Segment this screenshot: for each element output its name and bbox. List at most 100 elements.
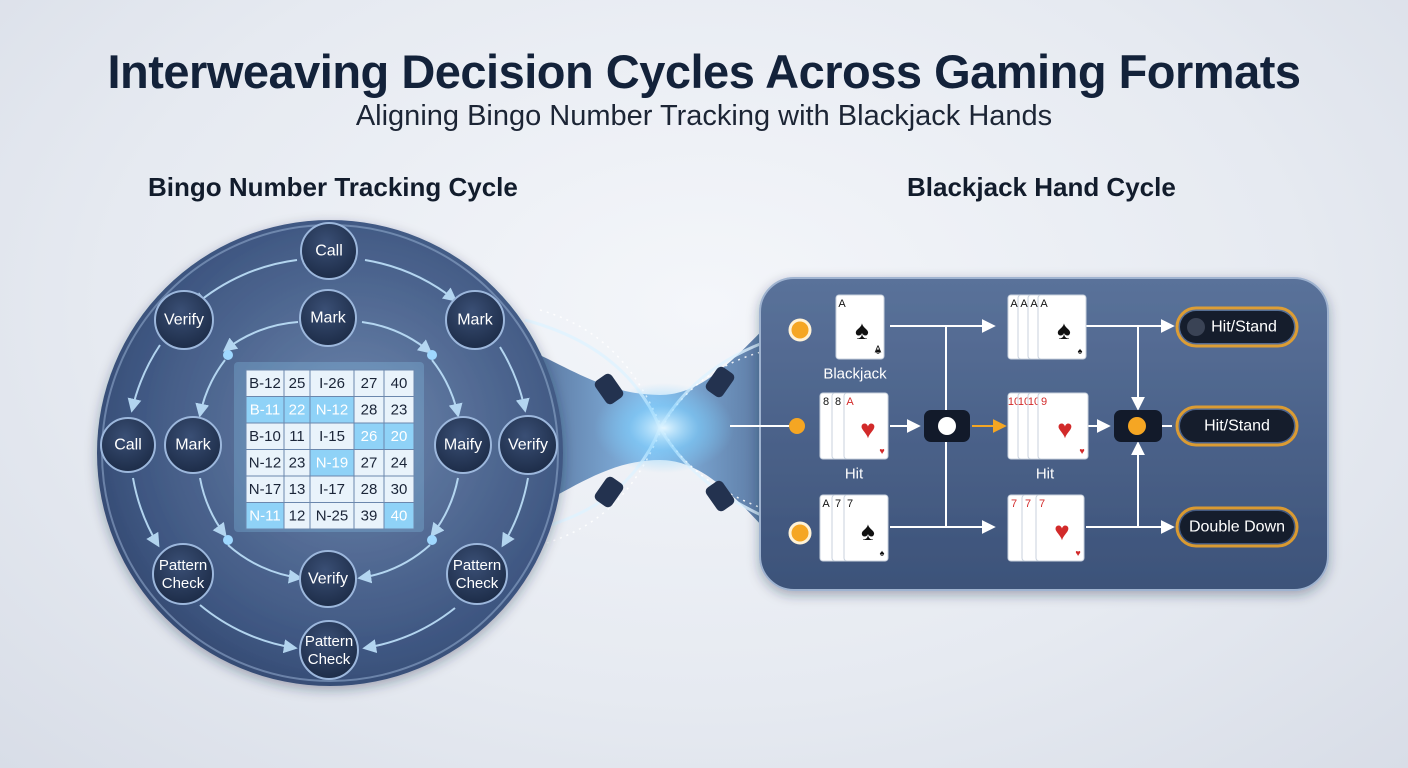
outer-cycle-arrow <box>199 604 298 654</box>
action-label: Hit/Stand <box>1204 418 1270 435</box>
entry-port <box>789 418 805 434</box>
action-pill-0[interactable] <box>1180 311 1294 343</box>
cycle-junction <box>427 535 437 545</box>
spade-suit-icon: ♠ <box>1078 346 1083 356</box>
bingo-grid-cell <box>283 422 311 450</box>
heart-suit-icon: ♥ <box>879 446 884 456</box>
bingo-cell-value: 40 <box>391 375 408 392</box>
card-rank: 10 <box>1008 396 1020 408</box>
bingo-grid-cell <box>383 369 415 397</box>
bingo-grid-cell <box>309 502 355 530</box>
outer-cycle-arrow <box>499 346 530 413</box>
bridge-clamp <box>705 480 735 512</box>
outer-cycle-arrow <box>364 259 458 302</box>
bingo-cell-value: N-11 <box>249 507 280 524</box>
inner-cycle-arrow <box>431 359 463 418</box>
bingo-cell-value: N-12 <box>316 401 349 418</box>
card-rank: 10 <box>1018 396 1030 408</box>
inner-cycle-arrow <box>199 477 227 538</box>
card-rank: 8 <box>835 396 841 408</box>
cycle-node-label: Mark <box>175 437 212 454</box>
bingo-cell-value: B-11 <box>250 401 281 418</box>
cycle-node <box>152 543 214 605</box>
outer-cycle-arrow <box>127 344 161 413</box>
bridge-clamp <box>594 476 624 508</box>
bingo-cell-value: 23 <box>289 454 306 471</box>
bingo-cell-value: 27 <box>361 454 378 471</box>
cycle-node-label: Call <box>114 437 142 454</box>
cycle-node <box>154 290 214 350</box>
playing-card <box>843 392 889 460</box>
bingo-grid-cell <box>353 422 385 450</box>
row-label-hit: Hit <box>845 466 864 483</box>
playing-card <box>843 494 889 562</box>
cycle-node-label: Verify <box>308 571 348 588</box>
inner-cycle-arrow <box>430 477 459 538</box>
action-label: Hit/Stand <box>1211 319 1277 336</box>
cycle-junction <box>223 535 233 545</box>
bingo-grid-cell <box>283 449 311 477</box>
page-title: Interweaving Decision Cycles Across Gami… <box>107 45 1301 98</box>
cycle-node <box>299 620 359 680</box>
cycle-node <box>446 543 508 605</box>
bingo-cell-value: N-25 <box>316 507 349 524</box>
cycle-node <box>299 289 357 347</box>
cycle-node <box>445 290 505 350</box>
bingo-grid-cell <box>353 369 385 397</box>
card-rank: 7 <box>1039 498 1045 510</box>
bingo-cell-value: B-12 <box>249 375 281 392</box>
card-rank: A <box>1010 298 1018 310</box>
card-rank: 7 <box>1011 498 1017 510</box>
heart-suit-icon: ♥ <box>1054 516 1069 546</box>
decision-hub-dot <box>938 417 956 435</box>
spade-suit-icon: ♠ <box>855 315 869 345</box>
cycle-node <box>100 417 156 473</box>
playing-card <box>1037 294 1087 360</box>
action-pill-1[interactable] <box>1180 410 1294 442</box>
cycle-junction <box>427 350 437 360</box>
cycle-node <box>299 550 357 608</box>
action-pill-2[interactable] <box>1180 511 1294 543</box>
cycle-node-label: Maify <box>444 437 482 454</box>
card-rank: 8 <box>823 396 829 408</box>
playing-card <box>835 294 885 360</box>
inner-cycle-arrow <box>361 321 433 354</box>
bridge-clamp <box>594 373 624 405</box>
bingo-grid-cell <box>383 422 415 450</box>
bingo-grid-cell <box>245 449 285 477</box>
inner-cycle-arrow <box>357 544 431 584</box>
bingo-cell-value: 28 <box>361 481 378 498</box>
bridge-clamp <box>705 366 735 398</box>
card-rank: A <box>846 396 854 408</box>
bingo-grid-cell <box>353 396 385 424</box>
heart-suit-icon: ♥ <box>1079 446 1084 456</box>
cycle-node-label: Verify <box>164 312 204 329</box>
decision-hub-dot <box>1128 417 1146 435</box>
inner-cycle-arrow <box>222 321 299 352</box>
bingo-cell-value: 39 <box>361 507 378 524</box>
page-subtitle: Aligning Bingo Number Tracking with Blac… <box>355 100 1053 132</box>
card-rank: 7 <box>1025 498 1031 510</box>
cycle-node <box>300 222 358 280</box>
cycle-node-label: Mark <box>457 312 494 329</box>
outer-cycle-arrow <box>132 477 160 548</box>
cycle-node-label: Mark <box>310 310 347 327</box>
cycle-node-label: Verify <box>508 437 548 454</box>
bridge-glow <box>594 383 734 473</box>
card-rank: 10 <box>1028 396 1040 408</box>
bingo-cell-value: 11 <box>289 428 305 445</box>
bingo-cell-value: 22 <box>289 401 306 418</box>
bingo-cell-value: 27 <box>361 375 378 392</box>
cycle-node <box>164 416 222 474</box>
action-glow <box>1175 306 1299 348</box>
bingo-cell-value: 25 <box>289 375 306 392</box>
bingo-cell-value: N-19 <box>316 454 349 471</box>
inner-cycle-arrow <box>195 359 226 418</box>
